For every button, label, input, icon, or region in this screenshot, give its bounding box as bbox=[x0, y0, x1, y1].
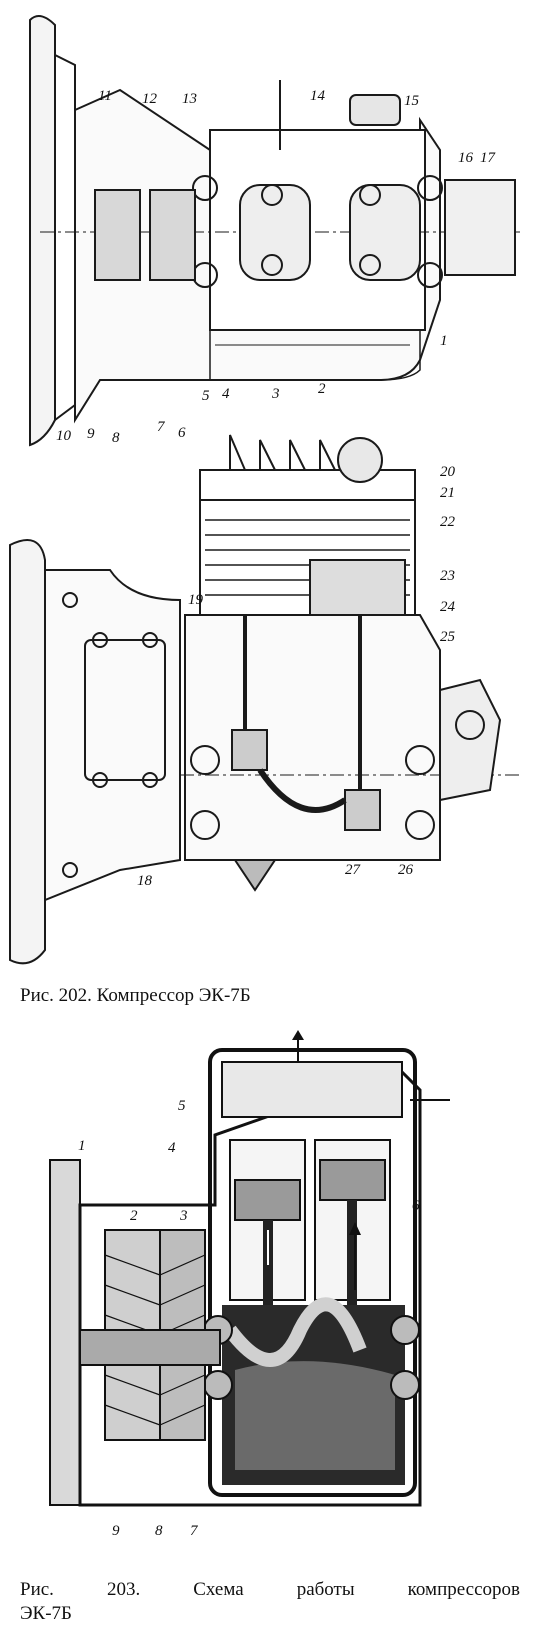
callout-21: 21 bbox=[440, 485, 455, 501]
caption-figure-202: Рис. 202. Компрессор ЭК-7Б bbox=[20, 985, 251, 1006]
callout-12: 12 bbox=[142, 91, 158, 107]
callout-8: 8 bbox=[112, 430, 120, 446]
callout-1: 1 bbox=[440, 333, 448, 349]
callout-11: 11 bbox=[98, 88, 112, 104]
callout-4: 4 bbox=[168, 1140, 176, 1156]
figure-202-drawing: 1 2 3 4 5 6 7 8 9 10 11 12 13 14 15 16 1… bbox=[9, 15, 520, 965]
callout-25: 25 bbox=[440, 629, 456, 645]
callout-9: 9 bbox=[87, 426, 95, 442]
callout-5: 5 bbox=[178, 1098, 186, 1114]
callout-24: 24 bbox=[440, 599, 456, 615]
callout-6: 6 bbox=[178, 425, 186, 441]
callout-1: 1 bbox=[78, 1138, 86, 1154]
callout-2: 2 bbox=[318, 381, 326, 397]
callout-15: 15 bbox=[404, 93, 420, 109]
callout-7: 7 bbox=[157, 419, 166, 435]
callout-5: 5 bbox=[202, 388, 210, 404]
callout-14: 14 bbox=[310, 88, 326, 104]
callout-16: 16 bbox=[458, 150, 474, 166]
caption-figure-203-line2: ЭК-7Б bbox=[20, 1603, 72, 1624]
callout-17: 17 bbox=[480, 150, 497, 166]
figure-203-diagram: 1 2 3 4 5 6 7 8 9 bbox=[0, 1030, 540, 1580]
callout-19: 19 bbox=[188, 592, 204, 608]
callout-10: 10 bbox=[56, 428, 72, 444]
callout-3: 3 bbox=[271, 386, 280, 402]
callout-6: 6 bbox=[412, 1198, 420, 1214]
callout-26: 26 bbox=[398, 862, 414, 878]
callout-4: 4 bbox=[222, 386, 230, 402]
callout-9: 9 bbox=[112, 1523, 120, 1539]
callout-22: 22 bbox=[440, 514, 456, 530]
callout-27: 27 bbox=[345, 862, 362, 878]
callout-8: 8 bbox=[155, 1523, 163, 1539]
callout-3: 3 bbox=[179, 1208, 188, 1224]
callout-20: 20 bbox=[440, 464, 456, 480]
callout-18: 18 bbox=[137, 873, 153, 889]
callout-2: 2 bbox=[130, 1208, 138, 1224]
callout-7: 7 bbox=[190, 1523, 199, 1539]
callout-13: 13 bbox=[182, 91, 197, 107]
callout-23: 23 bbox=[440, 568, 455, 584]
caption-figure-203-line1: Рис. 203. Схема работы компрессоров bbox=[20, 1579, 520, 1600]
